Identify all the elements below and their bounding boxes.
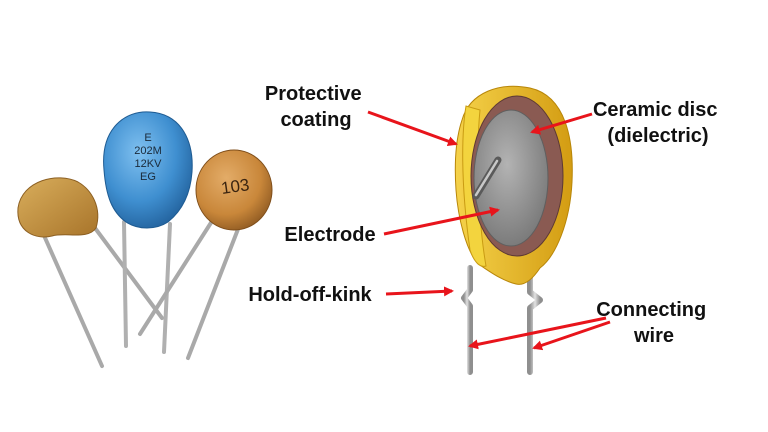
blue-marking-line: 202M [134,145,162,157]
tan-capacitor-body [17,177,99,238]
blue-capacitor-lead [122,220,128,348]
connecting-wire-label-line: Connecting [596,299,706,321]
blue-capacitor-markings: E 202M 12KV EG [134,132,162,183]
left-connecting-wire [461,265,473,375]
capacitor-photo-group: E 202M 12KV EG 103 [17,111,273,368]
hold-off-kink-arrow [385,286,454,297]
tan-capacitor-lead [36,220,104,368]
protective-coating-arrow [367,110,458,146]
blue-capacitor-body [103,111,193,229]
protective-coating-label-line: Protective [265,83,362,105]
connecting-wire-arrow [468,316,607,350]
ceramic-disc-label: Ceramic disc (dielectric) [593,99,723,147]
internal-lead-highlight [474,159,499,197]
annotation-labels: Protective coating Ceramic disc (dielect… [248,83,723,347]
orange-capacitor-body [195,149,273,231]
tan-capacitor-lead [90,222,164,320]
protective-coating-label: Protective coating [265,83,367,131]
ceramic-disc-label-line: (dielectric) [607,125,708,147]
orange-capacitor-marking: 103 [220,175,251,198]
hold-off-kink-label: Hold-off-kink [248,284,372,306]
ceramic-disc-label-line: Ceramic disc [593,99,718,121]
blue-marking-line: E [144,132,151,144]
connecting-wire-label-line: wire [633,325,674,347]
orange-capacitor-lead [186,222,242,360]
ceramic-disc-arrow [530,112,593,135]
protective-coating-label-line: coating [280,109,351,131]
blue-marking-line: 12KV [135,158,163,170]
blue-marking-line: EG [140,171,156,183]
electrode-label: Electrode [284,224,375,246]
electrode-arrow [383,206,500,236]
orange-capacitor-lead [138,216,216,336]
annotation-arrows [367,110,611,351]
connecting-wire-label: Connecting wire [596,299,712,347]
right-connecting-wire [527,273,543,375]
connecting-wire-arrow [532,320,611,351]
